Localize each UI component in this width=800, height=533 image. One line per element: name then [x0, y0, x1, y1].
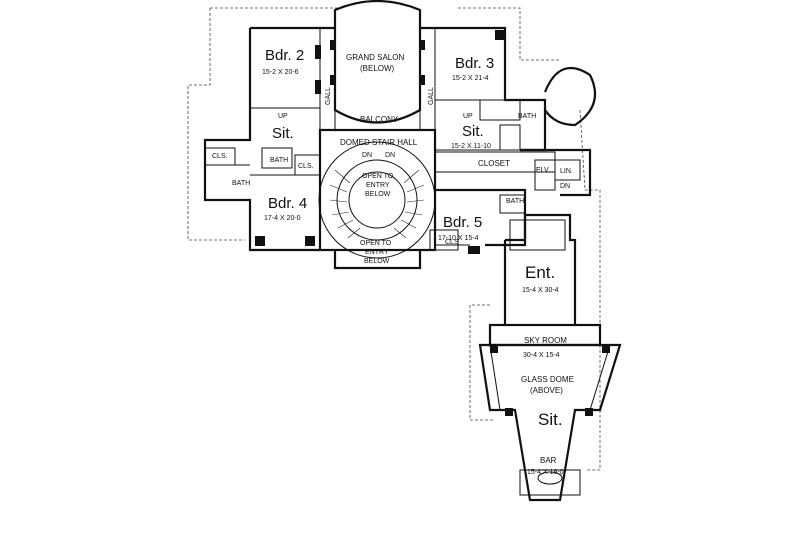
bdr5-dims: 17-10 X 15-4	[438, 235, 479, 242]
bath-left-top-label: BATH	[270, 157, 288, 164]
gall-right-label: GALL	[428, 87, 435, 105]
sit-right-label: Sit.	[462, 123, 484, 140]
sit-bottom-label: Sit.	[538, 410, 563, 429]
dn-right-label: DN	[385, 152, 395, 159]
elv-label: ELV.	[536, 167, 550, 174]
cls-left-label: CLS.	[298, 163, 314, 170]
bar-dims: 15-4 X 18-0	[527, 469, 564, 476]
domed-stair-hall	[318, 128, 437, 270]
grand-salon-walls	[330, 0, 425, 130]
grand-salon-note: (BELOW)	[360, 64, 395, 73]
sit-right-dims: 15-2 X 11-10	[451, 143, 491, 150]
up-right-label: UP	[463, 113, 473, 120]
sky-room-dims: 30-4 X 15-4	[523, 352, 560, 359]
dn-left-label: DN	[362, 152, 372, 159]
ent-dims: 15-4 X 30-4	[522, 287, 559, 294]
open-entry-1-line3: BELOW	[365, 191, 391, 198]
south-wing-walls	[478, 213, 622, 502]
bdr5-label: Bdr. 5	[443, 214, 482, 231]
bath-left-label: BATH	[232, 180, 250, 187]
glass-dome-note: (ABOVE)	[530, 386, 563, 395]
bath-right-top-label: BATH	[518, 113, 536, 120]
glass-dome-label: GLASS DOME	[521, 375, 574, 384]
grand-salon-label: GRAND SALON	[346, 53, 404, 62]
bdr2-dims: 15-2 X 20-6	[262, 69, 299, 76]
cls-far-left-label: CLS.	[212, 153, 228, 160]
cls-bdr5-label: CLS	[445, 239, 459, 246]
closet-label: CLOSET	[478, 159, 510, 168]
right-wing-walls	[420, 26, 597, 152]
open-entry-2-line3: BELOW	[364, 258, 390, 265]
lin-label: LIN.	[560, 168, 573, 175]
open-entry-2-line2: ENTRY	[365, 249, 389, 256]
bdr2-label: Bdr. 2	[265, 47, 304, 64]
bdr3-dims: 15-2 X 21-4	[452, 75, 489, 82]
up-left-label: UP	[278, 113, 288, 120]
bar-label: BAR	[540, 456, 557, 465]
open-entry-1-line2: ENTRY	[366, 182, 390, 189]
dn-elev-label: DN	[560, 183, 570, 190]
roof-outline	[187, 7, 601, 471]
ent-label: Ent.	[525, 263, 555, 282]
gall-left-label: GALL	[325, 87, 332, 105]
bdr4-label: Bdr. 4	[268, 195, 307, 212]
bath-bdr5-label: BATH	[506, 198, 524, 205]
sit-left-label: Sit.	[272, 125, 294, 142]
balcony-label: BALCONY	[360, 115, 399, 124]
open-entry-1-line1: OPEN TO	[362, 173, 394, 180]
bdr4-dims: 17-4 X 20-0	[264, 215, 301, 222]
open-entry-2-line1: OPEN TO	[360, 240, 392, 247]
sky-room-label: SKY ROOM	[524, 336, 567, 345]
domed-stair-label: DOMED STAIR HALL	[340, 138, 418, 147]
bdr3-label: Bdr. 3	[455, 55, 494, 72]
